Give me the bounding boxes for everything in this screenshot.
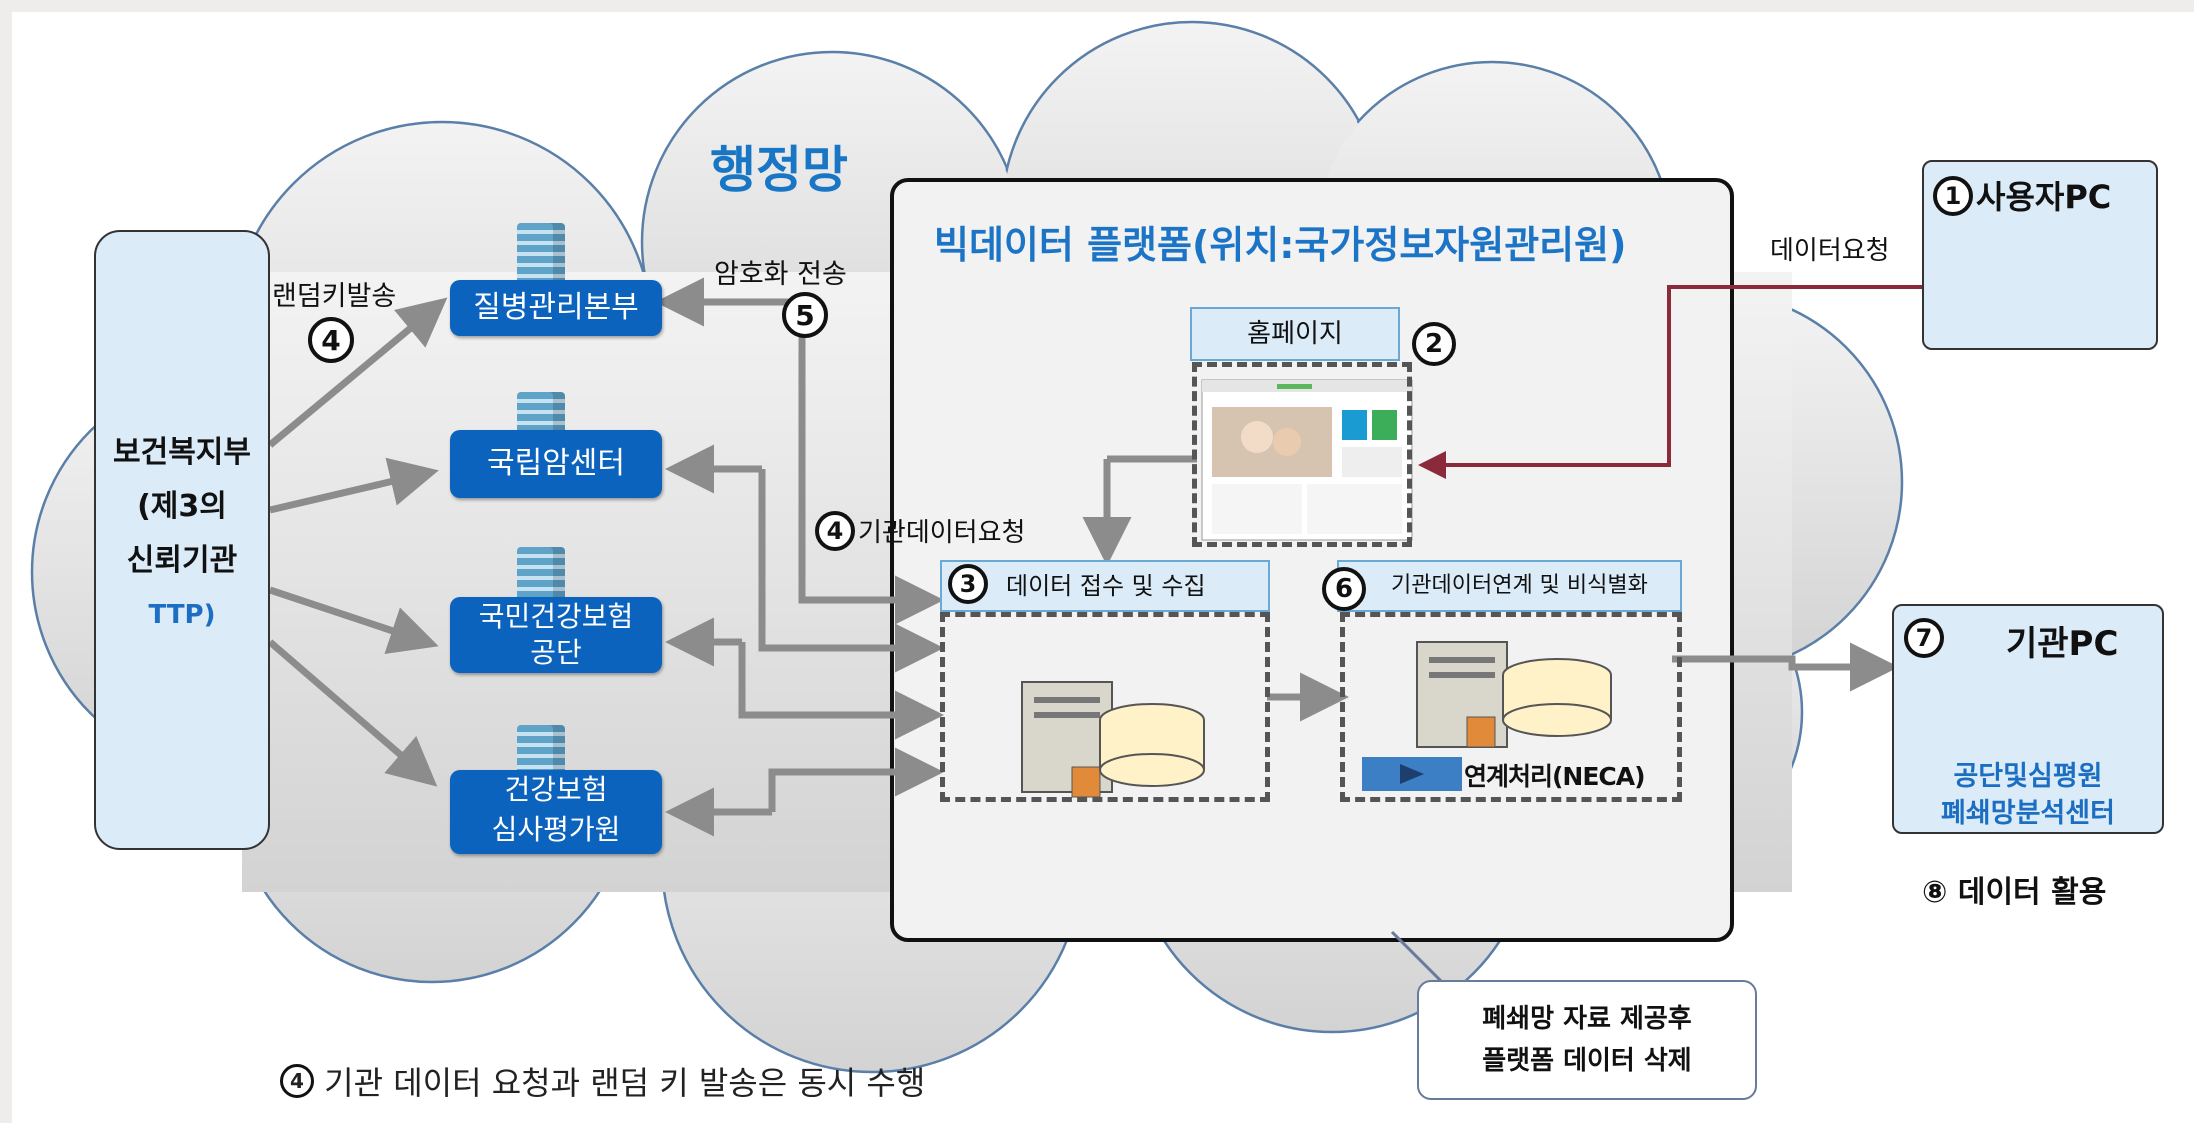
callout-line1: 폐쇄망 자료 제공후 [1482,1004,1692,1034]
data-request-label: 데이터요청 [1770,236,1890,266]
random-key-label: 랜덤키발송 [272,281,397,312]
arrow-hira-to-collect [768,747,944,812]
neca-label: 연계처리(NECA) [1464,762,1646,791]
footnote-badge: 4 [280,1064,314,1098]
arrow-link-to-orgpc [1672,642,1899,692]
ministry-third-party: (제3의 [137,489,227,524]
link-server-icon [1416,641,1612,748]
ministry-trust: 신뢰기관 [126,543,238,578]
arrow-request-to-collect [798,302,944,625]
org-pc-line1: 공단및심평원 [1953,761,2103,792]
homepage-thumbnail [1201,379,1413,541]
footnote: 4 기관 데이터 요청과 랜덤 키 발송은 동시 수행 [280,1058,925,1104]
footnote-text: 기관 데이터 요청과 랜덤 키 발송은 동시 수행 [324,1064,926,1102]
ministry-ttp: TTP) [148,600,216,630]
org-data-request-label: 기관데이터요청 [858,518,1026,548]
step-8-circle: ⑧ [1922,875,1948,910]
deletion-callout: 폐쇄망 자료 제공후 플랫폼 데이터 삭제 [1417,980,1757,1100]
homepage-header: 홈페이지 [1190,307,1400,361]
step-2-badge: 2 [1412,322,1456,366]
callout-line2: 플랫폼 데이터 삭제 [1482,1046,1692,1076]
link-frame [1340,612,1682,802]
org-kcdc: 질병관리본부 [450,280,662,336]
building-icon [517,223,565,287]
arrow-ministry-hira [267,639,438,787]
org-pc-label: 기관PC [2006,624,2119,664]
ministry-box: 보건복지부 (제3의 신뢰기관 TTP) [94,230,270,850]
step-8: ⑧ 데이터 활용 [1922,867,2106,911]
user-pc-label: 사용자PC [1976,178,2112,216]
collect-frame [940,612,1270,802]
homepage-label: 홈페이지 [1247,319,1343,349]
org-ncc: 국립암센터 [450,430,662,498]
collect-server-icon [1021,681,1205,798]
link-label: 기관데이터연계 및 비식별화 [1391,573,1648,598]
play-icon [1400,764,1424,784]
org-pc-box: 7 기관PC 공단및심평원 폐쇄망분석센터 [1892,604,2164,834]
diagram-canvas: 행정망 보건복지부 (제3의 신뢰기관 TTP) 랜덤키발송 4 질병관리본부 … [12,12,2194,1123]
org-hira: 건강보험 심사평가원 [450,770,662,854]
org-nhis: 국민건강보험 공단 [450,597,662,673]
user-pc-box: 1 사용자PC [1922,160,2158,350]
step-6-badge: 6 [1322,567,1366,611]
step-4b-badge: 4 [815,511,855,551]
step-3-badge: 3 [948,564,988,604]
org-pc-line2: 폐쇄망분석센터 [1941,798,2115,829]
arrow-ministry-nhis [268,586,439,654]
collect-label: 데이터 접수 및 수집 [1006,572,1206,600]
encrypted-send-label: 암호화 전송 [714,259,847,290]
step-5-badge: 5 [782,292,828,338]
step-1-badge: 1 [1933,176,1973,216]
cloud-title: 행정망 [710,141,848,199]
collect-header: 데이터 접수 및 수집 [940,560,1270,612]
arrow-nhis-to-collect [738,642,944,740]
homepage-frame [1192,362,1412,547]
ministry-name: 보건복지부 [113,435,251,470]
step-4a-badge: 4 [308,317,354,363]
step-8-label: 데이터 활용 [1957,875,2107,910]
step-7-badge: 7 [1904,618,1944,658]
arrow-ncc-to-collect [758,469,944,673]
arrow-ministry-kcdc [267,297,448,448]
arrow-ministry-ncc [269,457,439,514]
link-header: 기관데이터연계 및 비식별화 [1337,560,1682,612]
arrow-user-request [1418,285,1922,479]
platform-title: 빅데이터 플랫폼(위치:국가정보자원관리원) [934,223,1627,267]
